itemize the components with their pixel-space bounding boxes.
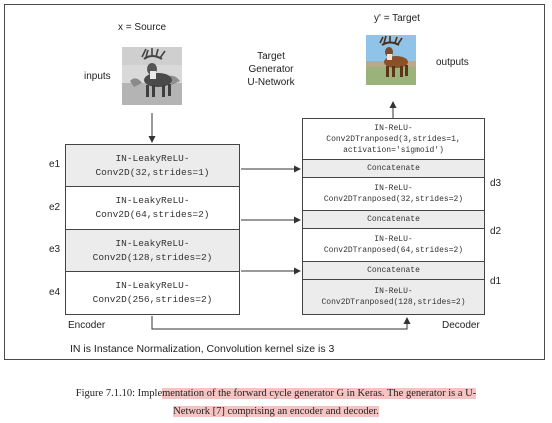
encoder-layer-e3-line2: Conv2D(128,strides=2): [92, 251, 213, 263]
outputs-label: outputs: [436, 57, 469, 68]
decoder-output-line1: IN-ReLU-: [374, 123, 413, 133]
decoder-layer-d1-line2: Conv2DTranposed(128,strides=2): [321, 298, 466, 307]
encoder-layer-e1-line1: IN-LeakyReLU-: [115, 152, 190, 164]
source-label: x = Source: [118, 22, 167, 33]
encoder-tag-e1: e1: [49, 159, 61, 170]
concatenate-d3-label: Concatenate: [367, 164, 420, 173]
encoder-tag-e2: e2: [49, 202, 61, 213]
grayscale-reindeer-image: [122, 47, 182, 105]
decoder-output-layer: IN-ReLU- Conv2DTranposed(3,strides=1, ac…: [302, 118, 485, 160]
center-title-line-1: Target: [257, 51, 285, 62]
decoder-layer-d1-line1: IN-ReLU-: [374, 287, 413, 296]
decoder-layer-d2: IN-ReLU- Conv2DTranposed(64,strides=2): [302, 228, 485, 262]
decoder-layer-d3-line2: Conv2DTranposed(32,strides=2): [323, 195, 464, 204]
encoder-layer-e1: IN-LeakyReLU- Conv2D(32,strides=1): [65, 144, 240, 187]
caption-part1: Figure 7.1.10: Imple: [75, 388, 163, 399]
encoder-layer-e2-line2: Conv2D(64,strides=2): [95, 209, 210, 220]
caption-part2: mentation of the forward cycle generator…: [162, 388, 477, 399]
encoder-layer-e4: IN-LeakyReLU- Conv2D(256,strides=2): [65, 271, 240, 315]
color-reindeer-image: [366, 35, 416, 85]
decoder-tag-d2: d2: [490, 226, 502, 237]
encoder-label: Encoder: [68, 320, 106, 331]
center-title: Target Generator U-Network: [232, 50, 310, 89]
decoder-tag-d1: d1: [490, 276, 502, 287]
decoder-layer-d3-line1: IN-ReLU-: [374, 184, 413, 193]
concatenate-d2-label: Concatenate: [367, 215, 420, 224]
caption-part3: Network [7] comprising an encoder and de…: [173, 406, 379, 417]
encoder-tag-e4: e4: [49, 287, 61, 298]
concatenate-d1-label: Concatenate: [367, 266, 420, 275]
target-image: [366, 35, 416, 85]
encoder-layer-e2-line1: IN-LeakyReLU-: [115, 195, 190, 206]
decoder-tag-d3: d3: [490, 178, 502, 189]
decoder-label: Decoder: [442, 320, 480, 331]
e4-to-d1-arrow: [151, 316, 411, 330]
inputs-label: inputs: [84, 71, 111, 82]
encoder-layer-e1-line2: Conv2D(32,strides=1): [95, 166, 210, 178]
encoder-layer-e4-line2: Conv2D(256,strides=2): [92, 294, 213, 305]
figure-caption: Figure 7.1.10: Implementation of the for…: [0, 385, 552, 421]
decoder-layer-d1: IN-ReLU- Conv2DTranposed(128,strides=2): [302, 279, 485, 315]
footnote: IN is Instance Normalization, Convolutio…: [70, 343, 335, 355]
center-title-line-3: U-Network: [247, 77, 295, 88]
encoder-layer-e3-line1: IN-LeakyReLU-: [115, 237, 190, 249]
decoder-output-line2: Conv2DTranposed(3,strides=1,: [326, 134, 461, 144]
encoder-layer-e2: IN-LeakyReLU- Conv2D(64,strides=2): [65, 186, 240, 230]
center-title-line-2: Generator: [248, 64, 294, 75]
decoder-layer-d2-line1: IN-ReLU-: [374, 235, 413, 244]
encoder-layer-e3: IN-LeakyReLU- Conv2D(128,strides=2): [65, 229, 240, 272]
decoder-layer-d2-line2: Conv2DTranposed(64,strides=2): [323, 246, 464, 255]
target-label: y' = Target: [374, 13, 420, 24]
encoder-tag-e3: e3: [49, 244, 61, 255]
decoder-output-line3: activation='sigmoid'): [343, 145, 444, 155]
source-image: [122, 47, 182, 105]
encoder-layer-e4-line1: IN-LeakyReLU-: [115, 280, 190, 291]
